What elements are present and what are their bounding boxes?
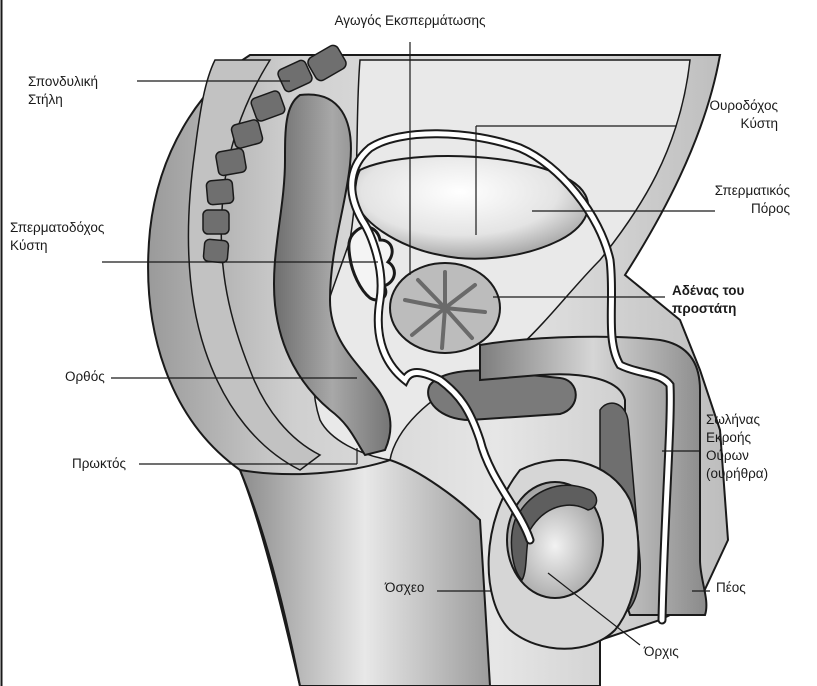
label-scrotum: Όσχεο xyxy=(385,579,424,597)
label-urethra: Σωλήνας Εκροής Ούρων (ουρήθρα) xyxy=(706,411,768,483)
prostate-shape xyxy=(390,263,500,353)
label-urethra-line3: Ούρων xyxy=(706,447,768,465)
label-spine-line2: Στήλη xyxy=(28,91,98,109)
label-anus: Πρωκτός xyxy=(72,455,126,473)
label-spine-line1: Σπονδυλική xyxy=(28,73,98,91)
label-spine: Σπονδυλική Στήλη xyxy=(28,73,98,109)
label-seminal-vesicle: Σπερματοδόχος Κύστη xyxy=(10,219,104,255)
label-urethra-line1: Σωλήνας xyxy=(706,411,768,429)
label-urethra-line2: Εκροής xyxy=(706,429,768,447)
label-seminal-vesicle-line1: Σπερματοδόχος xyxy=(10,219,104,237)
label-rectum: Ορθός xyxy=(65,368,105,386)
label-bladder-line2: Κύστη xyxy=(664,115,778,133)
testis-shape xyxy=(507,482,603,598)
label-bladder: Ουροδόχος Κύστη xyxy=(664,97,778,133)
label-vas-deferens: Σπερματικός Πόρος xyxy=(664,182,790,218)
label-vas-deferens-line1: Σπερματικός xyxy=(664,182,790,200)
label-prostate-line2: προστάτη xyxy=(672,300,744,318)
label-penis: Πέος xyxy=(716,579,746,597)
label-bladder-line1: Ουροδόχος xyxy=(664,97,778,115)
label-prostate-line1: Αδένας του xyxy=(672,282,744,300)
label-vas-deferens-line2: Πόρος xyxy=(664,200,790,218)
label-testis: Όρχις xyxy=(644,643,679,661)
label-ejaculatory-duct: Αγωγός Εκσπερμάτωσης xyxy=(300,12,520,30)
label-prostate: Αδένας του προστάτη xyxy=(672,282,744,318)
label-urethra-line4: (ουρήθρα) xyxy=(706,465,768,483)
label-seminal-vesicle-line2: Κύστη xyxy=(10,237,104,255)
